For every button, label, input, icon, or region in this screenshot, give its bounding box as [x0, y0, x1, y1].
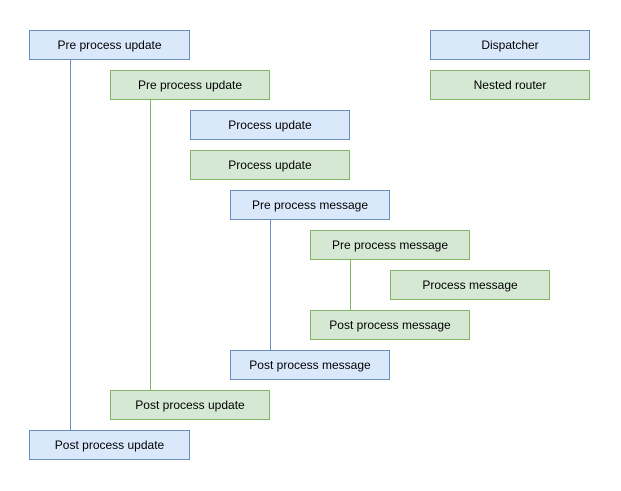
- node-post-process-update-nested[interactable]: Post process update: [110, 390, 270, 420]
- node-post-process-update-dispatcher[interactable]: Post process update: [29, 430, 190, 460]
- node-pre-process-message-nested[interactable]: Pre process message: [310, 230, 470, 260]
- node-pre-process-update-dispatcher[interactable]: Pre process update: [29, 30, 190, 60]
- edge-nested-pre-process-update-to-post-process-update: [150, 100, 151, 390]
- edge-pre-process-message-to-post-process-message: [270, 220, 271, 350]
- legend-item-dispatcher[interactable]: Dispatcher: [430, 30, 590, 60]
- node-pre-process-message-dispatcher[interactable]: Pre process message: [230, 190, 390, 220]
- node-post-process-message-dispatcher[interactable]: Post process message: [230, 350, 390, 380]
- node-post-process-message-nested[interactable]: Post process message: [310, 310, 470, 340]
- node-process-update-nested[interactable]: Process update: [190, 150, 350, 180]
- edge-pre-process-update-to-post-process-update: [70, 60, 71, 430]
- node-process-update-dispatcher[interactable]: Process update: [190, 110, 350, 140]
- edge-nested-pre-process-message-to-post-process-message: [350, 260, 351, 310]
- node-process-message-nested[interactable]: Process message: [390, 270, 550, 300]
- node-pre-process-update-nested[interactable]: Pre process update: [110, 70, 270, 100]
- legend-item-nested-router[interactable]: Nested router: [430, 70, 590, 100]
